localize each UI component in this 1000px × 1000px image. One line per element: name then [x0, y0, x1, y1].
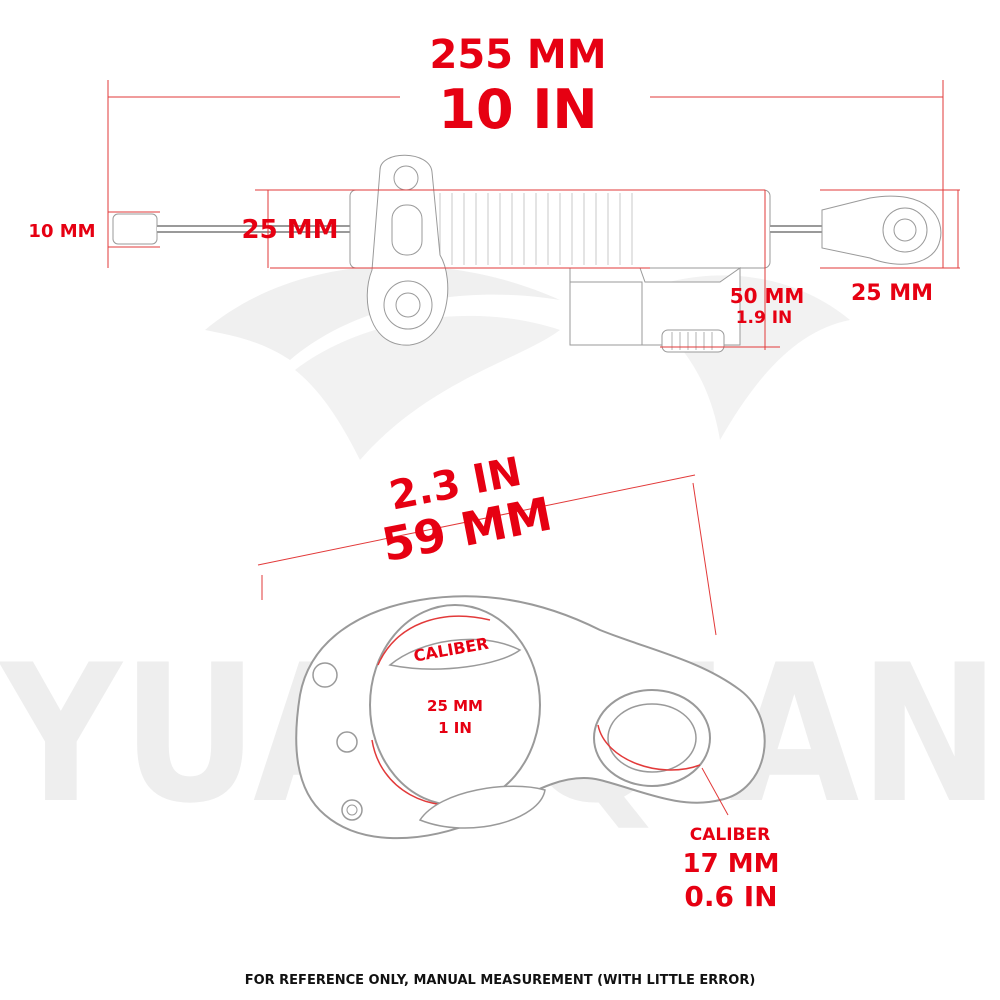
- overall-length-mm: 255 MM: [429, 32, 606, 78]
- stroke-mm-label: 50 MM: [730, 284, 805, 308]
- body-diameter-label: 25 MM: [242, 215, 339, 245]
- overall-length-in: 10 IN: [438, 78, 597, 141]
- small-caliber-mm: 17 MM: [683, 849, 780, 879]
- stroke-in-label: 1.9 IN: [736, 308, 793, 328]
- large-caliber-in: 1 IN: [438, 719, 472, 737]
- clamp-dimension: [257, 474, 717, 636]
- small-caliber-title: CALIBER: [690, 825, 770, 845]
- damper-dimensions: [107, 80, 960, 350]
- small-caliber-in: 0.6 IN: [684, 880, 777, 913]
- footer-note: FOR REFERENCE ONLY, MANUAL MEASUREMENT (…: [245, 973, 756, 988]
- watermark-logo: [205, 265, 850, 460]
- rod-end-left-label: 10 MM: [28, 221, 95, 242]
- large-caliber-mm: 25 MM: [427, 697, 483, 715]
- steering-damper-drawing: [112, 154, 942, 353]
- handlebar-clamp-drawing: [295, 595, 766, 840]
- rod-end-right-label: 25 MM: [851, 281, 933, 306]
